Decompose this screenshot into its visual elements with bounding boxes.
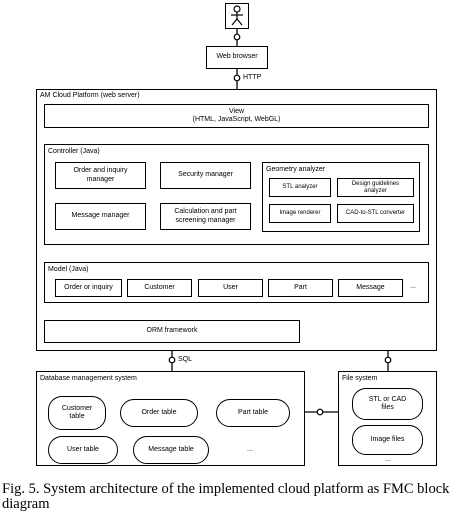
http-label: HTTP (243, 74, 262, 81)
stl-cad-files: STL or CAD files (352, 388, 423, 420)
figure-caption: Fig. 5. System architecture of the imple… (2, 481, 450, 512)
stl-analyzer-box: STL analyzer (269, 178, 331, 197)
model-more: ... (410, 283, 416, 290)
web-browser-box: Web browser (206, 46, 268, 69)
security-manager-box: Security manager (160, 162, 251, 189)
image-files: Image files (352, 425, 423, 455)
design-analyzer-box: Design guidelines analyzer (337, 178, 414, 197)
orm-framework-label: ORM framework (146, 327, 198, 335)
calc-manager-box: Calculation and part screening manager (160, 203, 251, 230)
table-label: Message table (148, 445, 194, 453)
model-item-label: Part (294, 283, 307, 291)
sql-label: SQL (178, 356, 193, 363)
message-manager-box: Message manager (55, 203, 146, 230)
geometry-analyzer-title: Geometry analyzer (266, 166, 326, 173)
file-system-more: ... (385, 456, 391, 463)
user-icon (231, 5, 243, 26)
model-title: Model (Java) (48, 266, 89, 273)
security-manager-label: Security manager (178, 171, 233, 179)
message-manager-label: Message manager (71, 212, 130, 220)
order-table: Order table (120, 399, 198, 427)
user-table: User table (48, 436, 118, 464)
table-label: Part table (238, 408, 268, 416)
file-store-label: STL or CAD files (368, 395, 407, 412)
model-item-label: Order or inquiry (64, 283, 113, 291)
message-table: Message table (133, 436, 209, 464)
order-manager-box: Order and inquiry manager (55, 162, 146, 189)
controller-title: Controller (Java) (48, 148, 100, 155)
view-tech: (HTML, JavaScript, WebGL) (192, 116, 281, 123)
order-manager-label: Order and inquiry manager (73, 167, 128, 183)
image-renderer-label: Image renderer (279, 210, 321, 217)
design-analyzer-label: Design guidelines analyzer (351, 180, 400, 194)
cad-converter-box: CAD-to-STL converter (337, 204, 414, 223)
table-label: Order table (141, 408, 177, 416)
table-label: User table (67, 445, 99, 453)
model-item-message: Message (338, 279, 403, 297)
database-title: Database management system (40, 375, 137, 382)
model-item-label: User (223, 283, 238, 291)
view-title: View (228, 107, 245, 115)
view-box: View (HTML, JavaScript, WebGL) (44, 104, 429, 128)
stl-analyzer-label: STL analyzer (282, 184, 318, 191)
calc-manager-label: Calculation and part screening manager (174, 208, 237, 224)
orm-framework-box: ORM framework (44, 320, 300, 343)
actor-box (225, 3, 249, 29)
web-browser-label: Web browser (216, 53, 258, 61)
database-more: ... (247, 446, 253, 453)
model-item-user: User (198, 279, 263, 297)
cad-converter-label: CAD-to-STL converter (345, 210, 406, 217)
model-item-part: Part (268, 279, 333, 297)
customer-table: Customer table (48, 396, 106, 430)
file-system-title: File system (342, 375, 378, 382)
model-item-customer: Customer (127, 279, 192, 297)
image-renderer-box: Image renderer (269, 204, 331, 223)
table-label: Customer table (61, 404, 93, 421)
platform-title: AM Cloud Platform (web server) (40, 92, 140, 99)
part-table: Part table (216, 399, 290, 427)
file-store-label: Image files (370, 435, 405, 443)
model-item-label: Message (356, 283, 385, 291)
model-item-label: Customer (144, 283, 175, 291)
model-item-order: Order or inquiry (55, 279, 122, 297)
